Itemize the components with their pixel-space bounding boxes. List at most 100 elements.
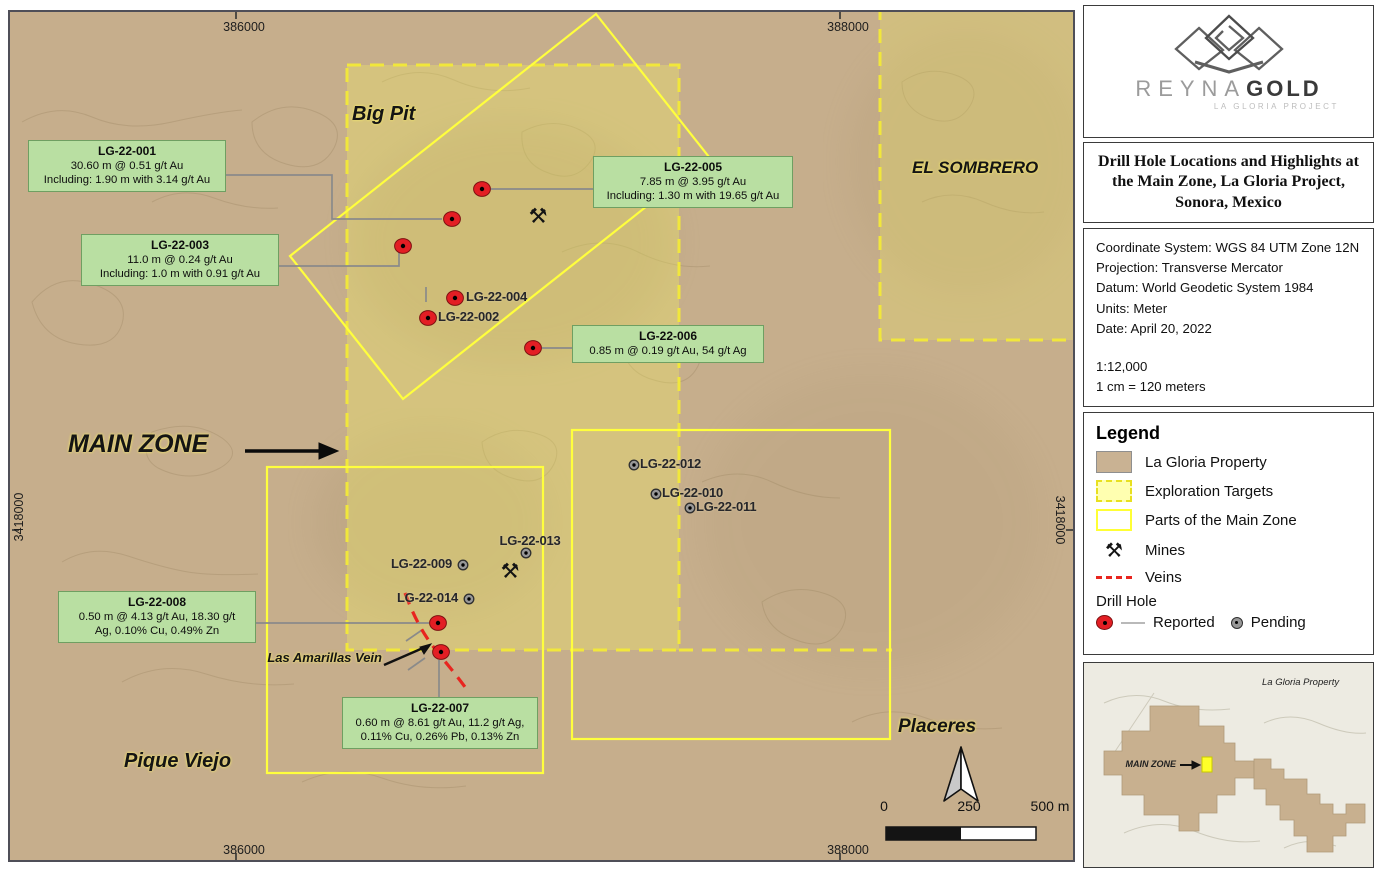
callout-lg-22-007: LG-22-007 0.60 m @ 8.61 g/t Au, 11.2 g/t…: [342, 697, 538, 750]
main-zone-swatch: [1096, 509, 1132, 531]
callout-title: LG-22-007: [410, 701, 470, 715]
legend-label: Pending: [1250, 614, 1306, 631]
scale-bar: [885, 826, 1037, 841]
legend-label: Veins: [1145, 569, 1182, 586]
inset-property-polygon: [1103, 705, 1366, 853]
callout-line: Including: 1.0 m with 0.91 g/t Au: [99, 268, 261, 281]
callout-line: 11.0 m @ 0.24 g/t Au: [127, 254, 233, 266]
info-scale-equivalence: 1 cm = 120 meters: [1096, 379, 1206, 395]
legend-label: La Gloria Property: [1145, 453, 1267, 471]
info-projection: Projection: Transverse Mercator: [1096, 260, 1283, 276]
label-el-sombrero: EL SOMBRERO: [912, 158, 1039, 177]
reyna-gold-logo-icon: [1173, 14, 1284, 74]
vein-line-icon: [1096, 576, 1132, 579]
exploration-target-el-sombrero: [878, 12, 1073, 342]
callout-lg-22-001: LG-22-001 30.60 m @ 0.51 g/t Au Includin…: [28, 140, 226, 193]
mine-icon: ⚒: [528, 204, 548, 228]
axis-right: 3418000: [1053, 495, 1067, 545]
hole-label-lg-22-014: LG-22-014: [396, 590, 458, 605]
axis-top-right: 388000: [827, 20, 869, 34]
callout-line: 0.60 m @ 8.61 g/t Au, 11.2 g/t Ag,: [355, 717, 525, 729]
drill-holes-pending: [457, 459, 696, 605]
callout-title: LG-22-006: [638, 329, 698, 343]
map-title: Drill Hole Locations and Highlights at t…: [1098, 153, 1359, 211]
main-zone-part-southwest: [265, 465, 545, 775]
mine-icon: ⚒: [1105, 538, 1123, 562]
pending-hole-icon: [1230, 616, 1243, 629]
main-zone-parts: [265, 12, 892, 775]
brand-wordmark: REYNAGOLD: [1084, 76, 1373, 102]
legend-item-mines: ⚒ Mines: [1096, 538, 1361, 562]
axis-ticks: [12, 12, 1073, 860]
callout-title: LG-22-008: [127, 595, 187, 609]
reported-hole-icon: [1096, 615, 1113, 630]
label-las-amarillas-vein: Las Amarillas Vein: [267, 650, 382, 665]
callout-line: 0.85 m @ 0.19 g/t Au, 54 g/t Ag: [589, 345, 747, 357]
callout-title: LG-22-001: [97, 144, 157, 158]
logo-panel: REYNAGOLD LA GLORIA PROJECT: [1083, 5, 1374, 138]
inset-main-zone-arrow: [1180, 760, 1202, 770]
callout-lg-22-003: LG-22-003 11.0 m @ 0.24 g/t Au Including…: [81, 234, 279, 287]
legend-item-targets: Exploration Targets: [1096, 480, 1361, 502]
hole-label-lg-22-002: LG-22-002: [438, 309, 500, 324]
inset-map-graphics: [1103, 692, 1367, 853]
axis-top-left: 386000: [223, 20, 265, 34]
brand-gold: GOLD: [1246, 76, 1322, 101]
targets-swatch: [1096, 480, 1132, 502]
north-arrow-icon: [943, 746, 979, 802]
legend-item-veins: Veins: [1096, 569, 1361, 586]
label-big-pit: Big Pit: [352, 103, 416, 125]
callout-title: LG-22-003: [150, 238, 210, 252]
hole-label-lg-22-012: LG-22-012: [640, 456, 702, 471]
legend-panel: Legend La Gloria Property Exploration Ta…: [1083, 412, 1374, 655]
legend-item-main-zone: Parts of the Main Zone: [1096, 509, 1361, 531]
callout-line: 7.85 m @ 3.95 g/t Au: [639, 176, 747, 188]
legend-label: Reported: [1153, 614, 1215, 631]
property-swatch: [1096, 451, 1132, 473]
legend-label: Parts of the Main Zone: [1145, 511, 1297, 529]
axis-left: 3418000: [12, 492, 26, 542]
legend-label: Exploration Targets: [1145, 482, 1274, 500]
leader-line-icon: [1121, 621, 1145, 624]
legend-title: Legend: [1096, 423, 1161, 443]
axis-bottom-left: 386000: [223, 843, 265, 857]
hole-label-lg-22-004: LG-22-004: [466, 289, 528, 304]
info-units: Units: Meter: [1096, 300, 1168, 316]
inset-main-zone-rect: [1201, 756, 1213, 773]
legend-label: Mines: [1145, 541, 1186, 559]
callout-lg-22-008: LG-22-008 0.50 m @ 4.13 g/t Au, 18.30 g/…: [58, 591, 256, 644]
brand-reyna: REYNA: [1135, 76, 1247, 101]
main-zone-part-east: [570, 428, 892, 741]
scale-mid: 250: [957, 798, 981, 814]
label-placeres: Placeres: [898, 716, 977, 737]
inset-property-label: La Gloria Property: [1262, 677, 1340, 688]
callout-line: Including: 1.30 m with 19.65 g/t Au: [606, 190, 780, 203]
callout-lg-22-006: LG-22-006 0.85 m @ 0.19 g/t Au, 54 g/t A…: [572, 325, 764, 364]
legend-item-property: La Gloria Property: [1096, 451, 1361, 473]
main-zone-part-big-pit: [288, 12, 711, 401]
mine-icon: ⚒: [500, 559, 520, 583]
scale-zero: 0: [880, 798, 888, 814]
info-date: Date: April 20, 2022: [1096, 320, 1212, 336]
inset-main-zone-label: MAIN ZONE: [1125, 759, 1177, 769]
callout-title: LG-22-005: [663, 160, 723, 174]
callout-lg-22-005: LG-22-005 7.85 m @ 3.95 g/t Au Including…: [593, 156, 793, 209]
info-panel: Coordinate System: WGS 84 UTM Zone 12N P…: [1083, 228, 1374, 407]
drill-holes-reported: [394, 181, 542, 660]
scale-end: 500 m: [1030, 798, 1070, 814]
callout-line: Including: 1.90 m with 3.14 g/t Au: [43, 174, 211, 187]
callout-line: 0.50 m @ 4.13 g/t Au, 18.30 g/t: [78, 611, 236, 623]
brand-subtitle: LA GLORIA PROJECT: [1213, 102, 1339, 111]
label-main-zone: MAIN ZONE: [68, 430, 209, 458]
title-panel: Drill Hole Locations and Highlights at t…: [1083, 142, 1374, 223]
leader-lines: [226, 174, 595, 699]
vein-arrow: [383, 643, 433, 667]
callout-line: 30.60 m @ 0.51 g/t Au: [70, 160, 184, 172]
terrain-shading: [312, 27, 1073, 672]
label-pique-viejo: Pique Viejo: [124, 750, 232, 772]
callout-line: Ag, 0.10% Cu, 0.49% Zn: [94, 625, 220, 638]
legend-item-drill-holes: Reported Pending: [1096, 614, 1361, 631]
inset-map-panel: La Gloria Property MAIN ZONE: [1083, 662, 1374, 868]
hole-label-lg-22-009: LG-22-009: [390, 556, 452, 571]
main-zone-arrow: [245, 442, 340, 460]
